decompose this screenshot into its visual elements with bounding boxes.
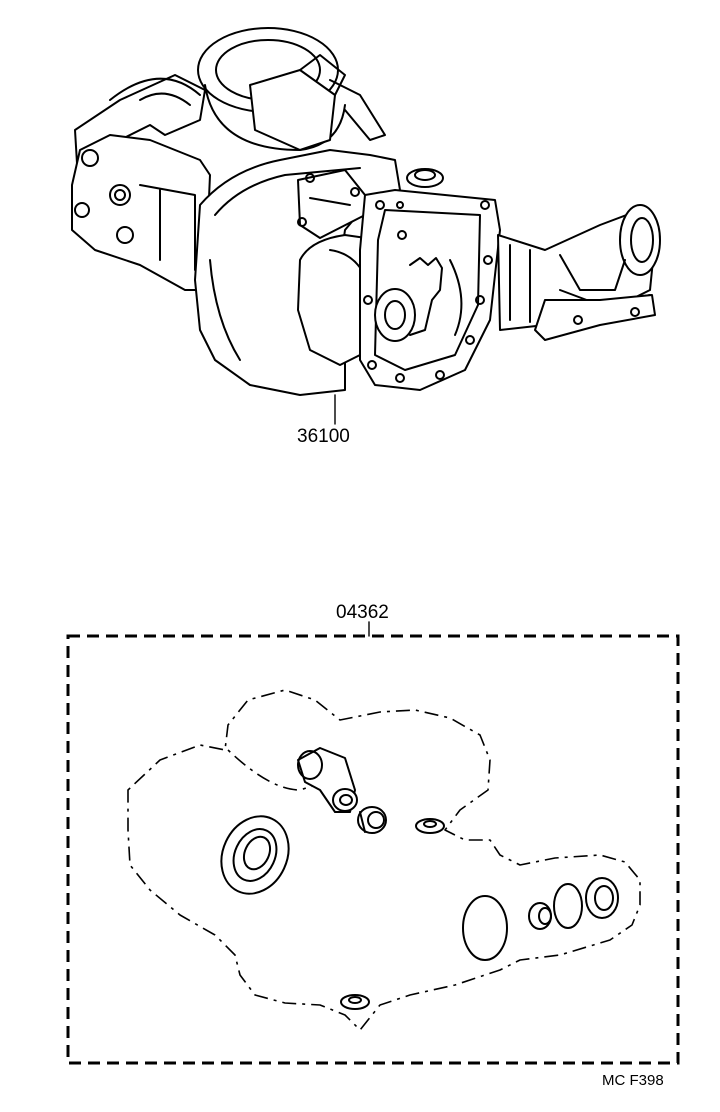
transfer-assembly-illustration — [71, 27, 661, 425]
drawing-code: MC F398 — [602, 1072, 664, 1089]
oil-seal-left — [220, 815, 290, 895]
gasket-kit-contents — [127, 689, 641, 1031]
gasket-kit-boundary — [66, 634, 680, 1065]
bushing — [357, 806, 387, 834]
small-washer-top — [415, 818, 445, 834]
small-washer-bottom — [340, 994, 370, 1010]
case-gasket — [127, 689, 641, 1031]
o-ring-large — [462, 895, 508, 961]
breather-elbow — [297, 747, 358, 813]
oil-seal-right — [585, 877, 619, 919]
gasket-kit-part-number: 04362 — [336, 602, 389, 623]
assembly-part-number: 36100 — [297, 426, 350, 447]
plug — [528, 902, 552, 930]
o-ring-small — [553, 883, 583, 929]
